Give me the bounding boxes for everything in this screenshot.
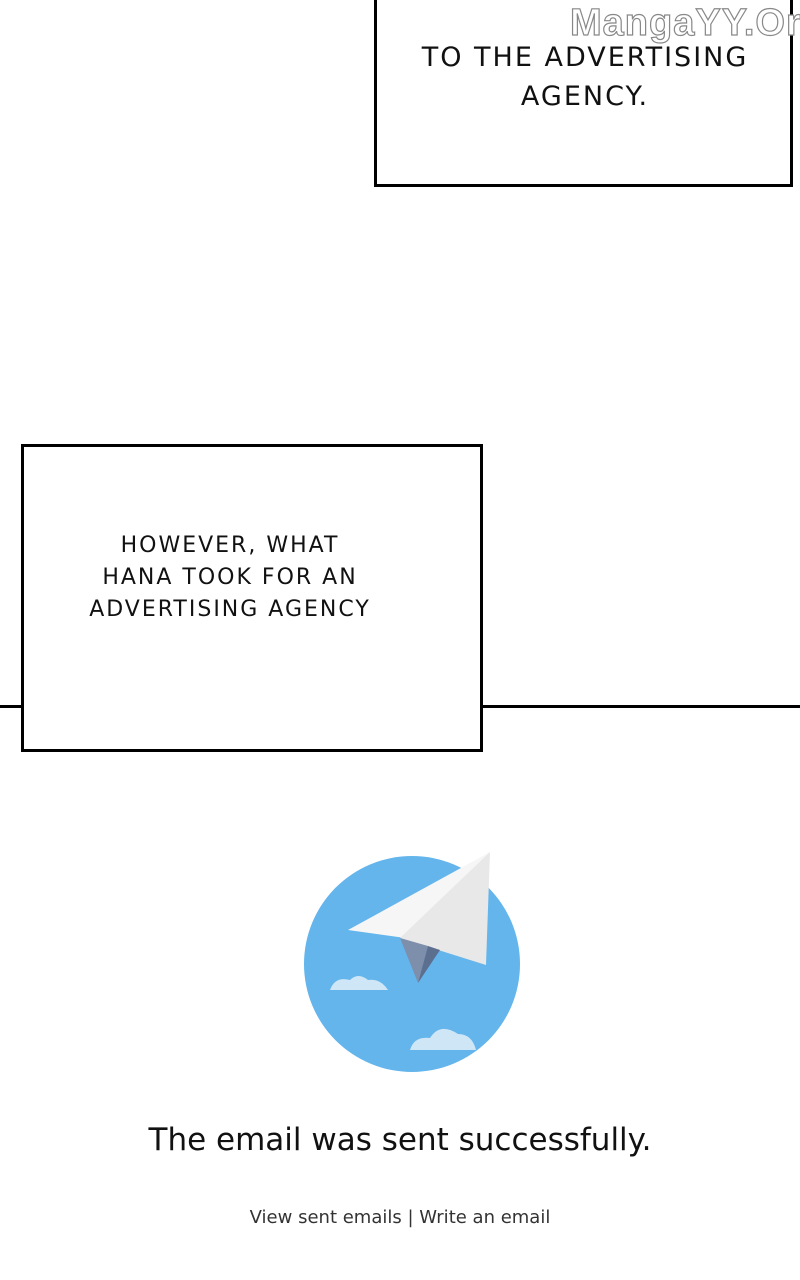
link-separator: | — [407, 1207, 414, 1228]
caption-line: ADVERTISING AGENCY — [89, 596, 371, 622]
caption-middle: HOWEVER, WHAT HANA TOOK FOR AN ADVERTISI… — [70, 530, 390, 626]
paper-plane-icon — [304, 852, 520, 1072]
write-email-link[interactable]: Write an email — [419, 1207, 551, 1228]
caption-line: HOWEVER, WHAT — [120, 533, 340, 558]
success-message: The email was sent successfully. — [148, 1122, 652, 1158]
comic-panel-middle — [21, 444, 483, 752]
comic-panel-top — [374, 0, 793, 187]
caption-top: TO THE ADVERTISING AGENCY. — [421, 42, 749, 113]
caption-line: HANA TOOK FOR AN — [102, 564, 358, 590]
view-sent-emails-link[interactable]: View sent emails — [249, 1207, 402, 1228]
watermark-logo: MangaYY.Org — [569, 1, 800, 44]
email-links: View sent emails | Write an email — [0, 1207, 800, 1228]
